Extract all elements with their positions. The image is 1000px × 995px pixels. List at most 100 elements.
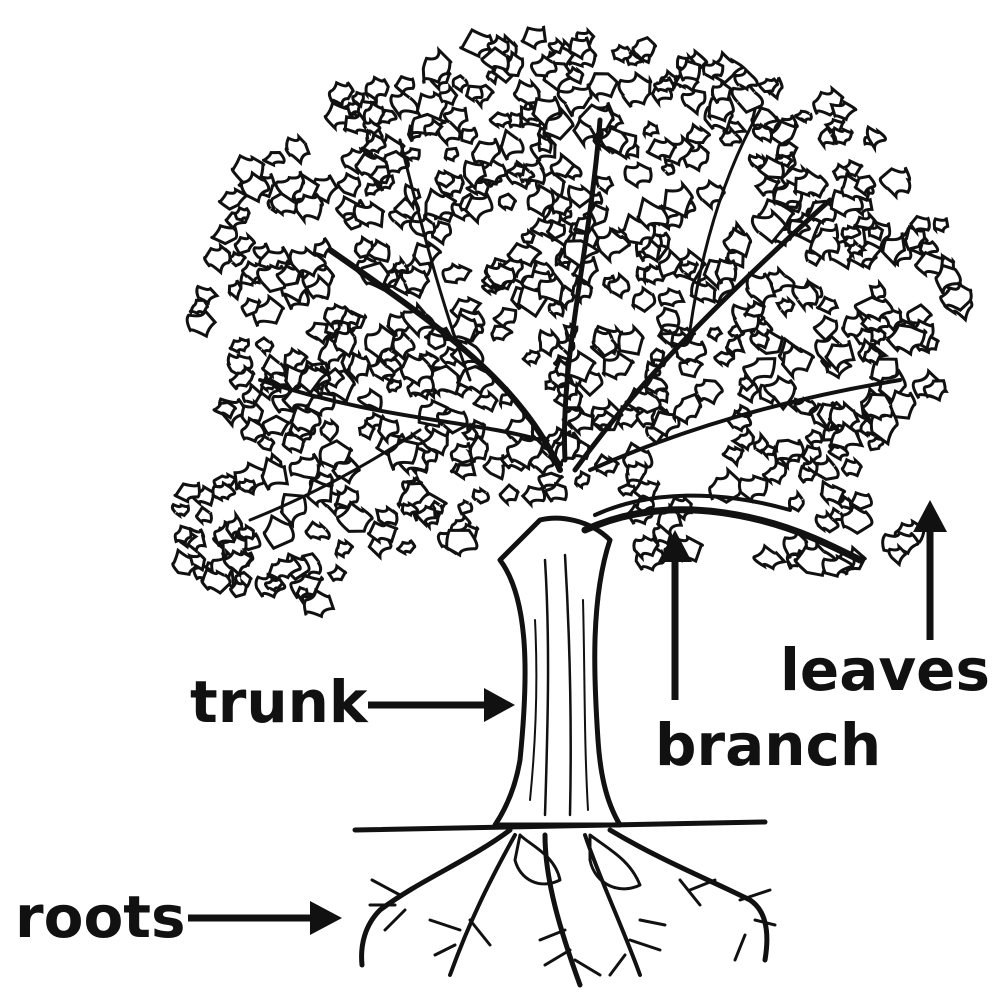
leaf-cluster xyxy=(632,533,660,563)
leaf-cluster xyxy=(904,224,926,251)
leaf-cluster xyxy=(939,281,973,312)
leaf-cluster xyxy=(567,410,595,437)
leaf-cluster xyxy=(195,284,220,306)
leaf-cluster xyxy=(506,431,545,472)
leaf-cluster xyxy=(302,587,336,619)
leaf-cluster xyxy=(222,548,255,579)
leaf-cluster xyxy=(239,398,265,430)
leaf-cluster xyxy=(617,323,645,356)
leaf-cluster xyxy=(237,523,256,542)
leaf-cluster xyxy=(537,132,553,155)
leaf-cluster xyxy=(336,171,362,198)
leaf-cluster xyxy=(281,432,306,455)
leaf-cluster xyxy=(840,224,862,241)
leaf-cluster xyxy=(849,490,873,511)
leaf-cluster xyxy=(817,125,836,152)
leaf-cluster xyxy=(681,141,710,173)
leaf-cluster xyxy=(880,232,907,268)
leaf-cluster xyxy=(774,295,796,320)
leaf-cluster xyxy=(537,271,565,305)
leaf-cluster xyxy=(685,122,712,145)
leaf-cluster xyxy=(745,267,777,308)
leaf-cluster xyxy=(427,331,447,351)
leaf-cluster xyxy=(333,484,360,510)
leaf-cluster xyxy=(730,424,756,453)
leaf-cluster xyxy=(414,502,437,529)
leaf-cluster xyxy=(529,52,558,78)
leaf-cluster xyxy=(694,378,724,406)
leaf-cluster xyxy=(547,36,565,55)
leaf-cluster xyxy=(480,46,510,73)
leaf-cluster xyxy=(351,90,366,109)
leaf-cluster xyxy=(401,147,421,163)
leaf-cluster xyxy=(203,242,232,276)
tree-trunk xyxy=(492,515,623,828)
leaf-cluster xyxy=(725,408,753,433)
leaf-cluster xyxy=(488,111,513,130)
leaf-cluster xyxy=(797,464,818,484)
leaf-cluster xyxy=(549,192,573,217)
leaf-cluster xyxy=(696,178,726,212)
leaf-cluster xyxy=(710,79,733,105)
leaf-cluster xyxy=(366,355,396,383)
leaf-cluster xyxy=(506,161,527,179)
leaf-cluster xyxy=(757,77,780,94)
leaf-cluster xyxy=(472,389,499,414)
tree-roots xyxy=(359,827,777,988)
leaf-cluster xyxy=(702,59,725,82)
leaf-cluster xyxy=(173,524,193,545)
leaf-cluster xyxy=(672,339,708,366)
leaf-cluster xyxy=(228,250,247,268)
leaf-cluster xyxy=(808,223,841,262)
ground-line xyxy=(352,819,768,833)
leaf-cluster xyxy=(492,306,518,331)
leaf-cluster xyxy=(867,223,885,242)
leaf-cluster xyxy=(364,181,382,197)
leaf-cluster xyxy=(791,277,819,314)
leaf-cluster xyxy=(544,481,568,503)
leaf-cluster xyxy=(713,347,736,368)
leaf-cluster xyxy=(737,474,769,504)
leaf-cluster xyxy=(660,162,676,177)
leaf-cluster xyxy=(813,453,840,481)
leaf-cluster xyxy=(914,250,945,278)
leaf-cluster xyxy=(821,553,855,578)
leaf-cluster xyxy=(578,103,615,140)
leaf-cluster xyxy=(366,520,399,545)
leaf-cluster xyxy=(586,72,620,103)
leaf-cluster xyxy=(827,506,845,527)
leaf-cluster xyxy=(188,550,207,573)
leaf-cluster xyxy=(460,126,479,146)
leaf-cluster xyxy=(254,336,275,358)
leaf-cluster xyxy=(185,305,218,339)
leaf-cluster xyxy=(757,154,785,180)
leaf-cluster xyxy=(304,520,331,542)
leaf-cluster xyxy=(617,483,637,497)
leaf-cluster xyxy=(441,262,473,285)
leaf-cluster xyxy=(829,99,858,122)
leaf-cluster xyxy=(793,396,817,417)
leaf-cluster xyxy=(721,444,745,469)
main-branch xyxy=(581,493,864,564)
leaf-cluster xyxy=(657,286,686,308)
leaf-cluster xyxy=(642,119,660,140)
leaf-cluster xyxy=(463,192,494,226)
leaf-cluster xyxy=(195,505,213,527)
leaf-cluster xyxy=(750,207,788,245)
leaf-cluster xyxy=(657,247,684,279)
label-roots: roots xyxy=(15,883,186,951)
leaf-cluster xyxy=(257,433,276,452)
leaf-cluster xyxy=(724,333,746,358)
leaf-cluster xyxy=(678,259,699,280)
leaf-cluster xyxy=(374,504,399,528)
leaf-cluster xyxy=(631,285,657,314)
leaf-cluster xyxy=(460,421,479,442)
leaf-cluster xyxy=(853,174,877,198)
leaf-cluster xyxy=(886,323,928,357)
leaf-cluster xyxy=(814,508,840,534)
leaf-cluster xyxy=(336,500,374,533)
leaf-cluster xyxy=(305,273,331,301)
leaf-cluster xyxy=(538,327,561,359)
leaf-cluster xyxy=(815,295,840,316)
leaf-cluster xyxy=(840,455,863,478)
